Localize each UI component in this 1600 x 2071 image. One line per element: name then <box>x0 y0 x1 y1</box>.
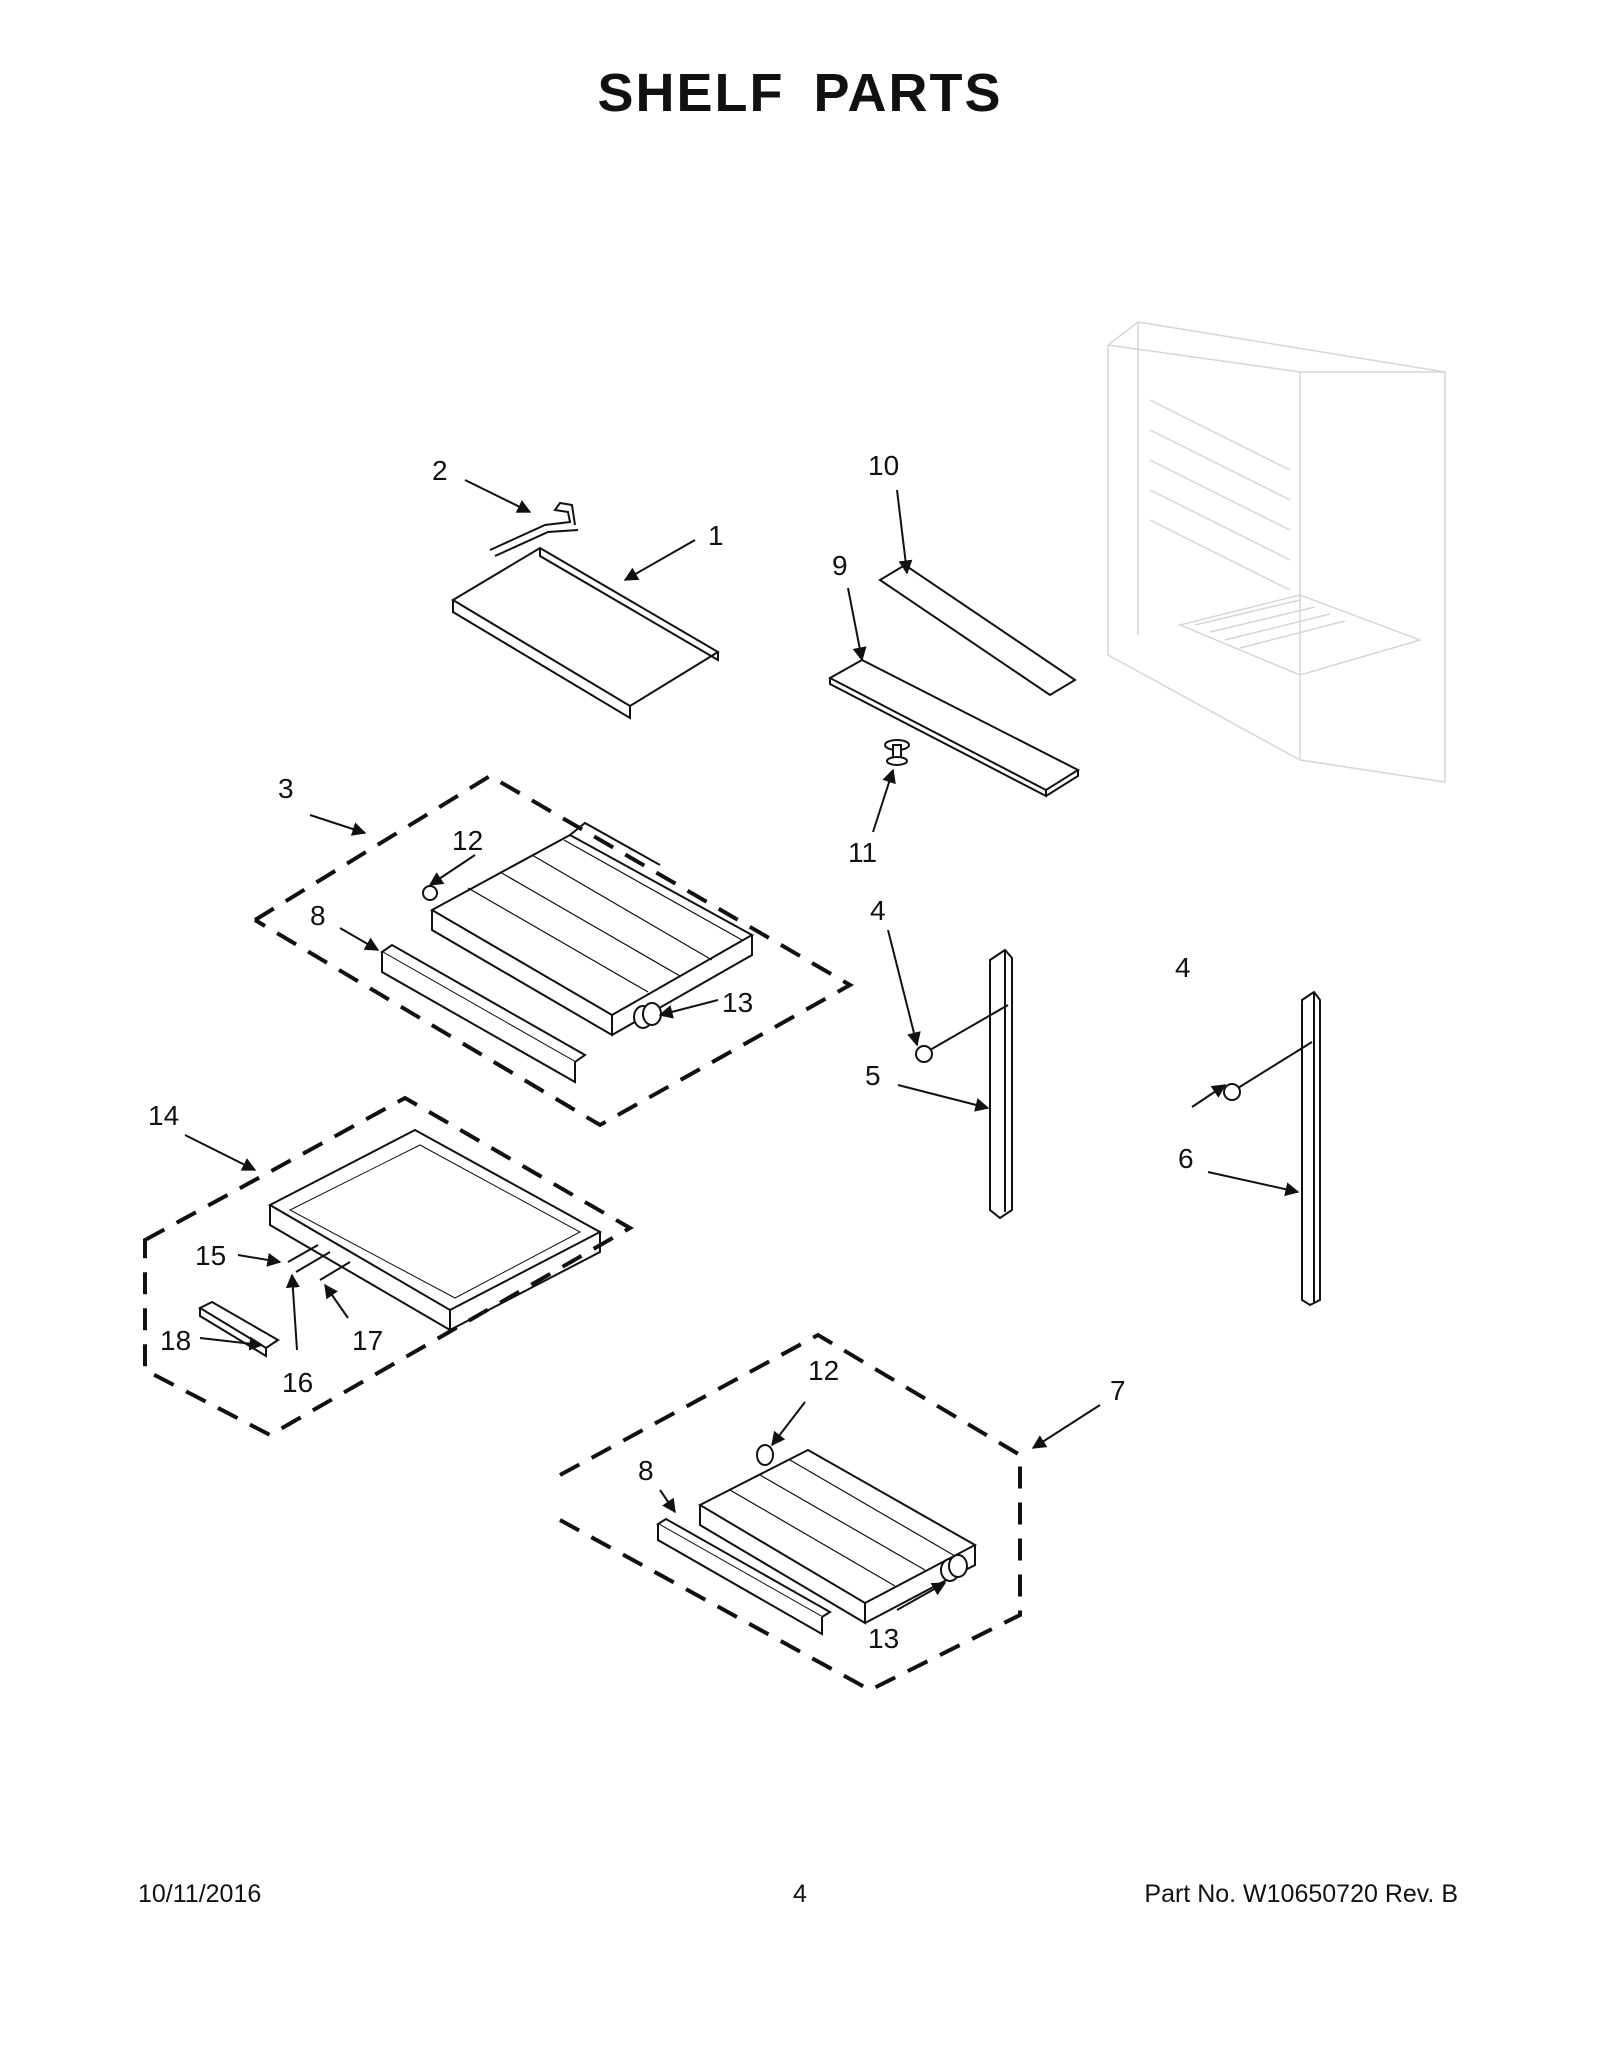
callout-12a: 12 <box>452 825 483 856</box>
callout-12b: 12 <box>808 1355 839 1386</box>
shelf-bracket <box>489 501 579 557</box>
roller-13a <box>633 1002 662 1029</box>
callout-13a: 13 <box>722 987 753 1018</box>
callout-15: 15 <box>195 1240 226 1271</box>
callout-6: 6 <box>1178 1143 1194 1174</box>
shelf-rail-6 <box>1301 990 1321 1307</box>
callout-13b: 13 <box>868 1623 899 1654</box>
drawer-14 <box>267 1128 603 1332</box>
trim-strip-8b <box>656 1517 832 1636</box>
roller-13b <box>940 1554 968 1582</box>
trim-strip-8a <box>380 943 587 1084</box>
shelf-rail-5 <box>989 948 1013 1220</box>
callout-8a: 8 <box>310 900 326 931</box>
bracket-18 <box>197 1300 280 1358</box>
leader-lines <box>184 479 1300 1611</box>
shelf-pin <box>884 739 910 766</box>
pins-15-16-17 <box>287 1244 351 1281</box>
assembly-3-boundary <box>253 773 855 1128</box>
drawer-frame-7 <box>697 1448 978 1625</box>
callout-1: 1 <box>708 520 724 551</box>
callout-3: 3 <box>278 773 294 804</box>
shelf-cover <box>827 658 1081 798</box>
callout-16: 16 <box>282 1367 313 1398</box>
callout-18: 18 <box>160 1325 191 1356</box>
callout-10: 10 <box>868 450 899 481</box>
footer-part-number: Part No. W10650720 Rev. B <box>1144 1880 1458 1908</box>
assembly-7-boundary <box>559 1332 1022 1693</box>
callout-11: 11 <box>848 837 877 868</box>
page-title: SHELF PARTS <box>597 63 1003 123</box>
stop-12a <box>422 885 438 901</box>
screw-4b <box>1223 1041 1313 1101</box>
callout-7: 7 <box>1110 1375 1126 1406</box>
footer-date: 10/11/2016 <box>138 1880 262 1908</box>
drawer-frame-3 <box>429 821 755 1037</box>
foam-strip <box>878 563 1077 697</box>
refrigerator-outline <box>1107 321 1446 783</box>
callout-9: 9 <box>832 550 848 581</box>
callout-4b: 4 <box>1175 952 1191 983</box>
callout-5: 5 <box>865 1060 881 1091</box>
callout-2: 2 <box>432 455 448 486</box>
stop-12b <box>756 1444 774 1466</box>
callout-8b: 8 <box>638 1455 654 1486</box>
callout-17: 17 <box>352 1325 383 1356</box>
callout-4a: 4 <box>870 895 886 926</box>
callout-labels: 1 2 3 4 4 5 6 7 8 8 9 10 11 12 12 13 13 … <box>148 450 1194 1654</box>
screw-4a <box>915 1004 1009 1063</box>
callout-14: 14 <box>148 1100 179 1131</box>
glass-shelf <box>451 546 720 720</box>
assembly-14-boundary <box>143 1095 635 1438</box>
footer-page-number: 4 <box>793 1880 807 1908</box>
